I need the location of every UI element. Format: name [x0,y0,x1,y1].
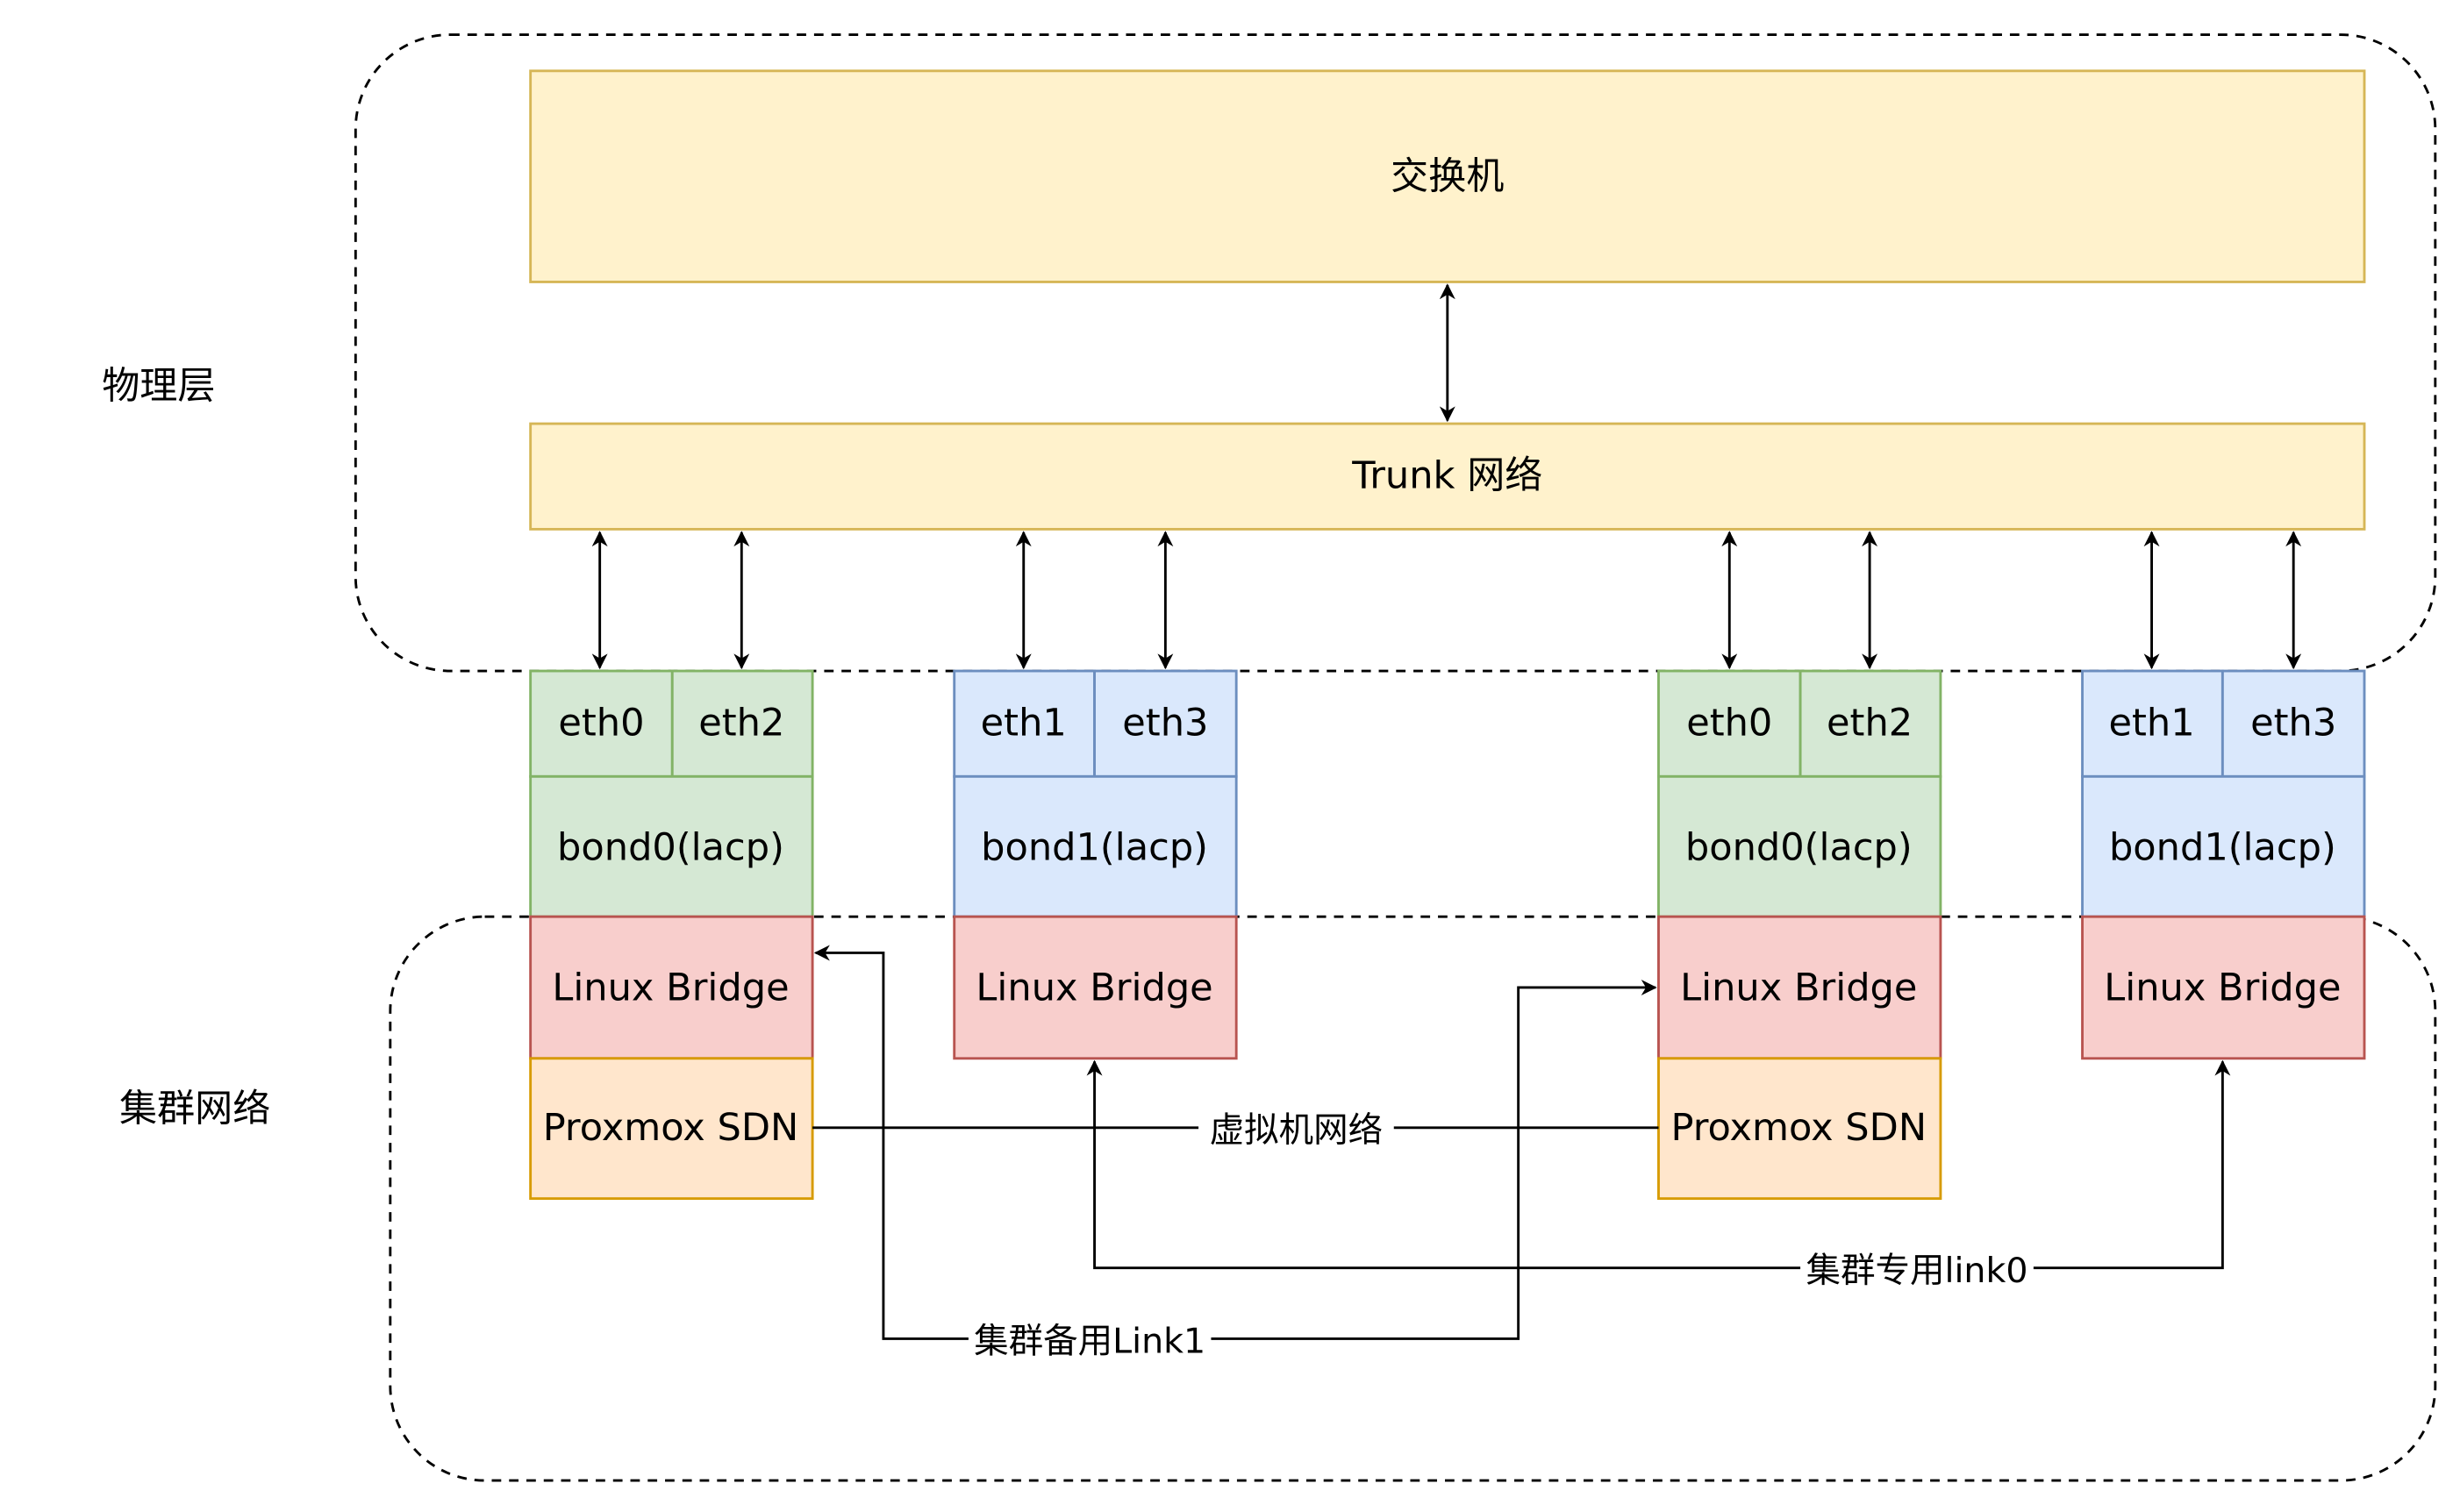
nic-box [1799,669,1942,778]
host-group-2: eth1 eth3 bond1(lacp) Linux Bridge [953,669,1238,1060]
nic-label: eth1 [2108,702,2194,745]
bond-box [529,774,814,918]
sdn-label: Proxmox SDN [543,1106,799,1150]
cluster-link0-label-bg [1800,1249,2034,1290]
host-group-3: eth0 eth2 bond0(lacp) Linux Bridge Proxm… [1657,669,1942,1201]
nic-label: eth3 [2250,702,2336,745]
switch-label: 交换机 [1391,154,1504,198]
sdn-box [1657,1057,1942,1201]
host-group-1: eth0 eth2 bond0(lacp) Linux Bridge Proxm… [529,669,814,1201]
switch-box [529,69,2366,283]
bond-label: bond1(lacp) [2109,826,2336,870]
bridge-box [2081,915,2366,1060]
nic-label: eth3 [1122,702,1208,745]
bond-label: bond1(lacp) [981,826,1208,870]
nic-label: eth1 [981,702,1067,745]
nic-label: eth2 [698,702,784,745]
cluster-link1-label-bg [968,1319,1212,1361]
bond-box [1657,774,1942,918]
physical-layer-label: 物理层 [102,364,215,408]
bond-label: bond0(lacp) [557,826,784,870]
nic-label: eth0 [558,702,644,745]
trunk-box [529,422,2366,531]
nic-box [670,669,814,778]
cluster-layer-label: 集群网络 [119,1088,270,1131]
host-group-4: eth1 eth3 bond1(lacp) Linux Bridge [2081,669,2366,1060]
bridge-label: Linux Bridge [976,966,1212,1009]
bridge-box [1657,915,1942,1060]
vm-network-label: 虚拟机网络 [1210,1110,1384,1151]
cluster-link1-label: 集群备用Link1 [974,1322,1205,1362]
nic-label: eth0 [1686,702,1772,745]
nic-label: eth2 [1827,702,1913,745]
cluster-layer-region [389,915,2437,1482]
cluster-link0-line [1086,1059,2231,1270]
physical-layer-region [354,33,2437,673]
bond-box [2081,774,2366,918]
trunk-label: Trunk 网络 [1351,454,1542,498]
nic-box [1657,669,1802,778]
cluster-link0-label: 集群专用link0 [1806,1251,2027,1291]
nic-arrows [591,531,2302,670]
sdn-box [529,1057,814,1201]
bridge-label: Linux Bridge [1680,966,1917,1009]
nic-box [2220,669,2366,778]
bond-label: bond0(lacp) [1685,826,1913,870]
bridge-label: Linux Bridge [2104,966,2341,1009]
sdn-label: Proxmox SDN [1671,1106,1927,1150]
bridge-label: Linux Bridge [552,966,789,1009]
bond-box [953,774,1238,918]
nic-box [1093,669,1238,778]
vm-network-label-bg [1198,1109,1394,1150]
